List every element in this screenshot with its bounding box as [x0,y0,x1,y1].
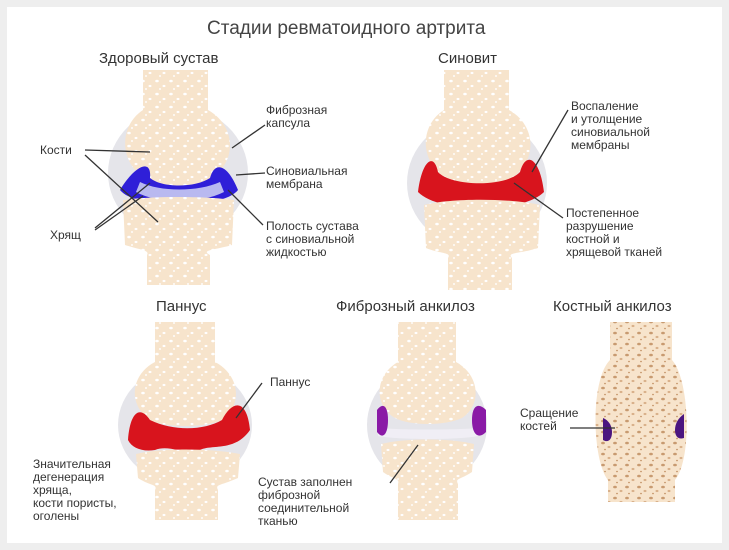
stage-title-bony-ankylosis: Костный анкилоз [553,298,672,315]
label-synovial-membrane: Синовиальная мембрана [266,164,348,191]
fibrous-ankylosis-joint [367,322,487,520]
label-fibrous-filled: Сустав заполнен фиброзной соединительной… [258,475,353,528]
lower-bone-fa [381,439,474,520]
upper-bone-head [125,110,230,186]
label-cartilage: Хрящ [50,228,81,242]
label-destruction: Постепенное разрушение костной и хрящево… [566,206,663,259]
upper-bone-shaft-pannus [155,322,215,367]
label-inflammation: Воспаление и утолщение синовиальной мемб… [571,99,651,152]
bony-purple-right [675,414,684,439]
label-degeneration: Значительная дегенерация хряща, кости по… [33,457,117,523]
pannus-tissue [128,405,250,452]
upper-bone-head-synovitis [425,110,531,186]
healthy-joint [84,70,266,285]
inflamed-membrane [418,159,544,209]
stage-title-synovitis: Синовит [438,50,498,67]
lower-bone-pannus [136,449,240,520]
synovitis-joint [407,70,569,290]
stage-title-pannus: Паннус [156,298,207,315]
lower-bone [123,197,234,285]
fibrous-purple-right [472,405,486,436]
upper-bone-head-pannus [134,362,236,426]
fibrous-tissue [378,428,480,439]
label-bone-fusion: Сращение костей [520,406,579,433]
upper-bone-shaft [143,70,208,115]
cartilage [136,182,224,201]
upper-bone-shaft-fa [398,322,456,367]
fibrous-purple-left [377,405,388,436]
label-joint-cavity: Полость сустава с синовиальной жидкостью [266,219,359,259]
page-title: Стадии ревматоидного артрита [207,18,486,39]
label-pannus: Паннус [270,375,311,389]
stage-title-fibrous-ankylosis: Фиброзный анкилоз [336,298,475,315]
upper-bone-shaft-synovitis [444,70,509,115]
pannus-joint [118,322,263,520]
bony-purple-left [603,418,612,442]
upper-bone-head-fa [379,362,476,424]
fused-bone [595,322,687,502]
bony-ankylosis-joint [570,322,687,502]
lower-bone-synovitis [424,199,540,290]
stage-title-healthy: Здоровый сустав [99,50,219,67]
label-bones: Кости [40,143,72,157]
label-fibrous-capsule: Фиброзная капсула [266,103,328,130]
